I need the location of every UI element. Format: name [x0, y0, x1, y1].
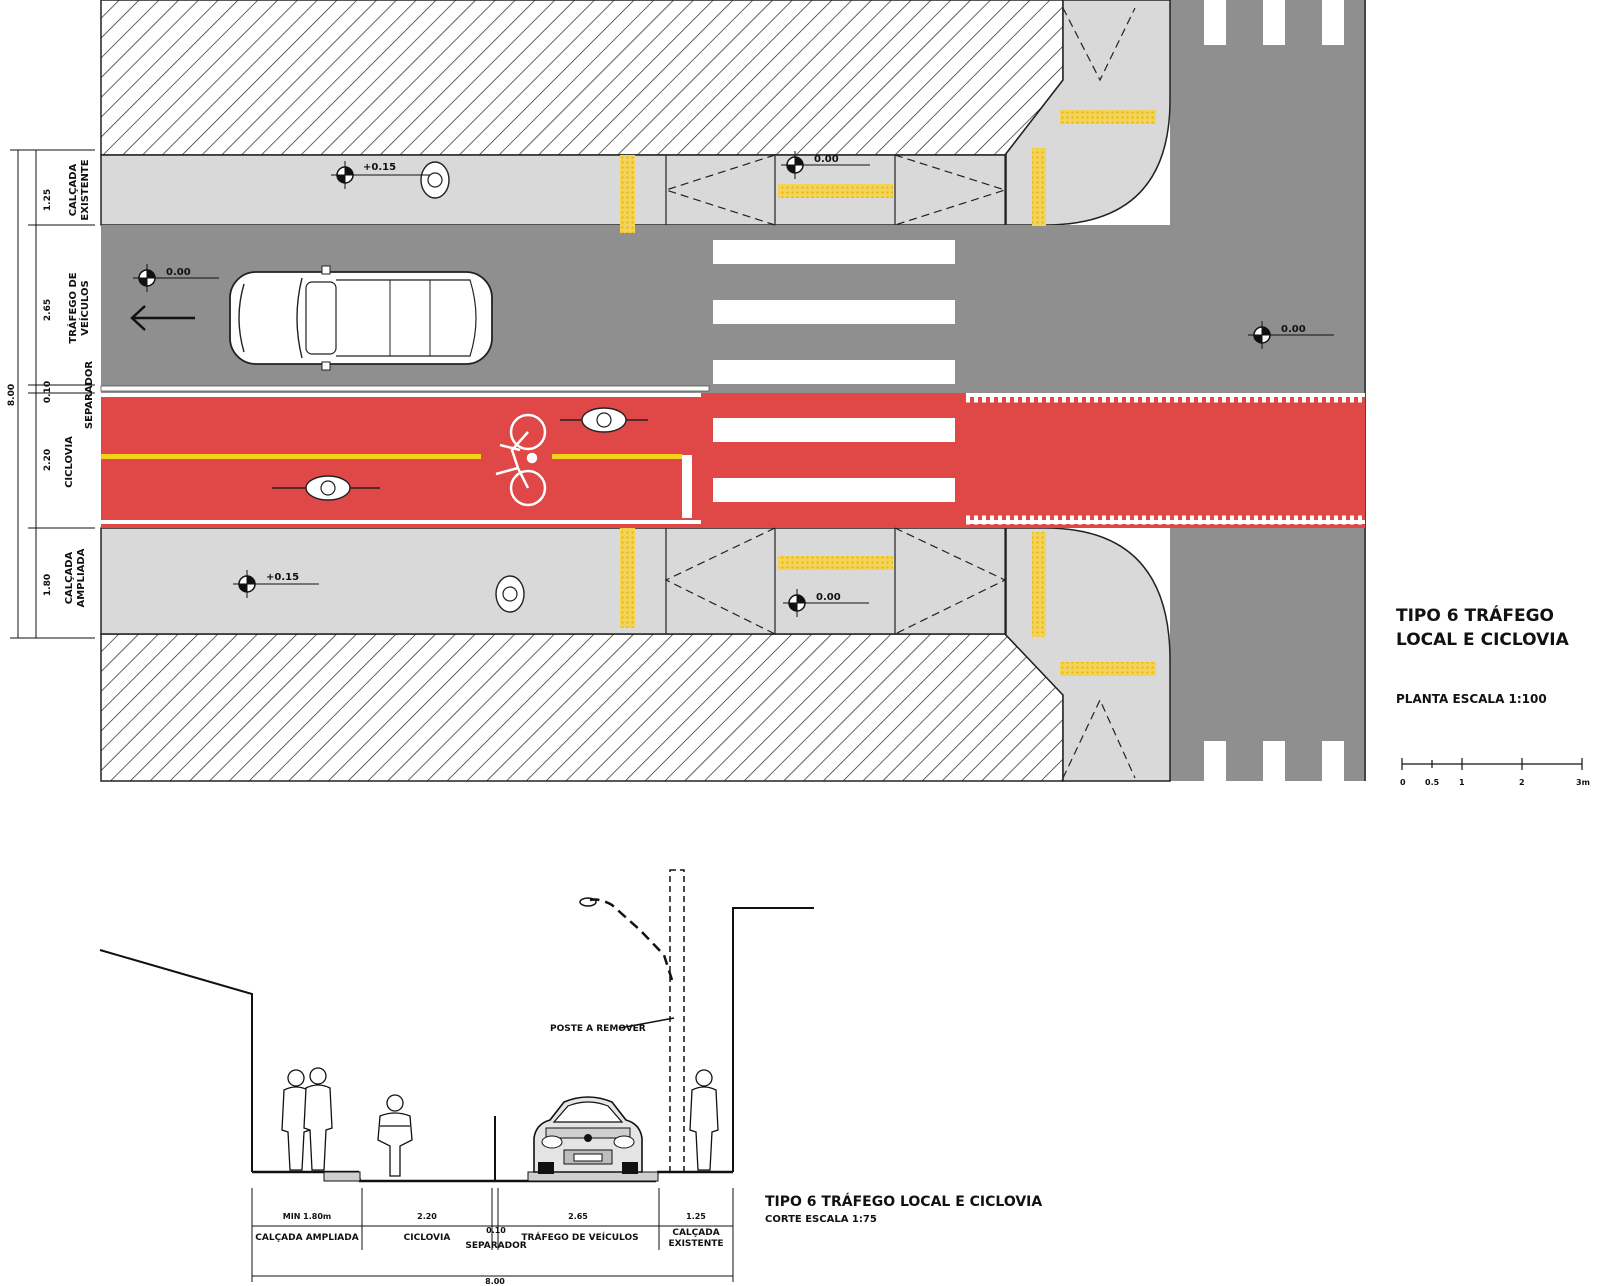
yellow-line-right	[552, 454, 682, 459]
bottom-corner-sidewalk	[1004, 527, 1171, 782]
sec-label-ciclovia: CICLOVIA	[404, 1233, 451, 1243]
light-pole	[579, 869, 685, 1173]
tactile-paving	[620, 110, 1156, 676]
scale-tick-1: 0.5	[1425, 778, 1440, 787]
ramp-top	[664, 7, 1136, 226]
bike-lane-white-gap	[701, 393, 966, 528]
dim-ciclovia: 2.20	[43, 449, 53, 471]
plan-view: +0.15 0.00 0.00 0.00 +0.15 0.00 1.25 2.6…	[7, 0, 1590, 787]
plan-title-line1: TIPO 6 TRÁFEGO	[1396, 604, 1554, 626]
cyclist-top-1	[560, 407, 648, 433]
level-road-right: 0.00	[1281, 324, 1306, 335]
level-top-sidewalk: +0.15	[363, 162, 396, 173]
plan-title-line2: LOCAL E CICLOVIA	[1396, 630, 1570, 650]
pedestrian-top-1	[420, 161, 450, 199]
level-bottom-crossing: 0.00	[816, 592, 841, 603]
zone-separador: SEPARADOR	[84, 361, 95, 429]
zone-trafego-1: TRÁFEGO DE	[66, 272, 79, 343]
dim-calcada-ampliada: 1.80	[43, 574, 53, 596]
level-markers	[133, 151, 1334, 617]
level-texts: +0.15 0.00 0.00 0.00 +0.15 0.00	[166, 154, 1306, 603]
sec-dim-ciclovia: 2.20	[417, 1212, 437, 1221]
cross-street-zebra	[1204, 0, 1344, 781]
left-building-outline	[99, 949, 253, 1172]
curb-left	[323, 1171, 361, 1182]
zone-trafego-2: VEÍCULOS	[78, 280, 91, 335]
plan-scale-label: PLANTA ESCALA 1:100	[1396, 692, 1547, 706]
level-road-left: 0.00	[166, 267, 191, 278]
sec-dim-calcada-existente: 1.25	[686, 1212, 706, 1221]
sec-dim-trafego: 2.65	[568, 1212, 588, 1221]
dimension-chain	[10, 149, 95, 639]
pedestrian-top-2	[495, 575, 525, 613]
pole-label: POSTE A REMOVER	[550, 1024, 646, 1034]
scale-tick-0: 0	[1400, 778, 1406, 787]
yellow-line-left	[101, 454, 481, 459]
cross-street	[1170, 0, 1365, 781]
dim-trafego: 2.65	[43, 299, 53, 321]
dim-calcada-existente: 1.25	[43, 189, 53, 211]
cyclist-top-2	[272, 475, 380, 501]
sec-label-trafego: TRÁFEGO DE VEÍCULOS	[521, 1231, 638, 1243]
section-scale-label: CORTE ESCALA 1:75	[765, 1214, 877, 1225]
bicycle-symbol	[495, 413, 547, 507]
zone-calcada-ampliada-1: CALÇADA	[64, 551, 75, 604]
scale-bar-ticks: 0 0.5 1 2 3m	[1400, 778, 1590, 787]
sec-dim-total: 8.00	[485, 1277, 505, 1286]
zone-ciclovia: CICLOVIA	[64, 436, 75, 488]
zone-calcada-existente-1: CALÇADA	[68, 163, 79, 216]
level-bottom-sidewalk: +0.15	[266, 572, 299, 583]
zone-calcada-existente-2: EXISTENTE	[80, 159, 91, 220]
building-top	[100, 0, 1064, 156]
section-dim-texts: MIN 1.80m 2.20 0.10 2.65 1.25 8.00 CALÇA…	[255, 1212, 723, 1286]
dim-separador: 0.10	[43, 381, 53, 403]
car-plan	[229, 265, 493, 371]
cross-street-right-edge	[1364, 0, 1366, 781]
scale-bar	[1401, 758, 1583, 770]
sec-dim-separador: 0.10	[486, 1226, 506, 1235]
calcada-ampliada-strip	[100, 527, 1007, 635]
sec-label-calcada-existente-2: EXISTENTE	[668, 1239, 723, 1249]
direction-arrow	[130, 305, 195, 331]
sec-label-separador: SEPARADOR	[465, 1241, 526, 1251]
section-view: POSTE A REMOVER	[99, 869, 1042, 1286]
scale-tick-3: 2	[1519, 778, 1525, 787]
scale-tick-2: 1	[1459, 778, 1465, 787]
dimension-texts: 1.25 2.65 0.10 2.20 1.80 8.00 CALÇADA EX…	[7, 159, 95, 607]
pedestrians-section	[281, 1067, 719, 1171]
car-section	[533, 1096, 643, 1174]
bike-crossing-dashes	[966, 393, 1365, 525]
ramp-bottom	[664, 527, 1136, 779]
dim-total: 8.00	[7, 384, 17, 406]
zone-calcada-ampliada-2: AMPLIADA	[76, 548, 87, 607]
sec-label-calcada-ampliada: CALÇADA AMPLIADA	[255, 1233, 358, 1243]
stop-bar	[682, 455, 692, 518]
section-title: TIPO 6 TRÁFEGO LOCAL E CICLOVIA	[765, 1193, 1042, 1210]
separator-strip	[100, 385, 710, 392]
level-top-crossing: 0.00	[814, 154, 839, 165]
sec-label-calcada-existente-1: CALÇADA	[672, 1228, 719, 1238]
building-bottom	[100, 633, 1064, 782]
scale-tick-4: 3m	[1576, 778, 1590, 787]
crosswalk-stripes	[713, 240, 955, 502]
sec-dim-calcada-ampliada: MIN 1.80m	[283, 1212, 332, 1221]
section-dimensions	[251, 1188, 734, 1282]
cyclist-section	[377, 1094, 413, 1177]
right-building-outline	[732, 907, 814, 1172]
